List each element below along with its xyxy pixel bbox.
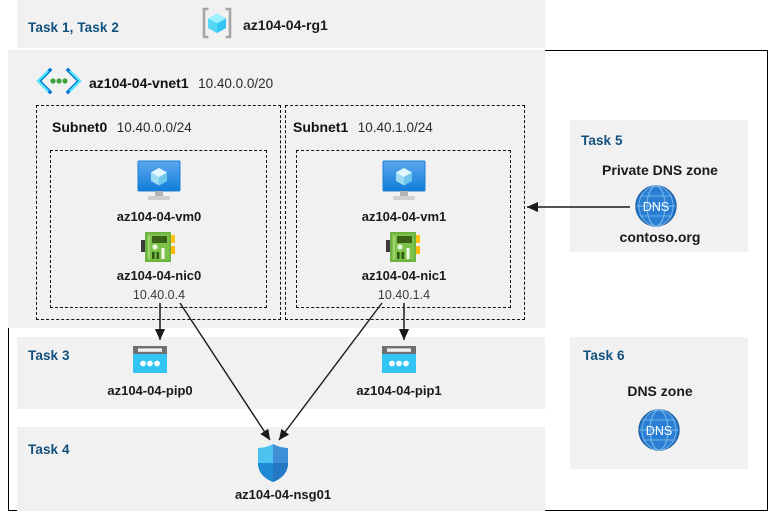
vm-1-name: az104-04-vm1 <box>361 209 447 224</box>
dns-globe-icon: DNS <box>634 184 678 228</box>
pip-0-name: az104-04-pip0 <box>107 383 193 398</box>
resource-group-cube-icon <box>200 6 234 40</box>
network-interface-icon <box>386 231 422 264</box>
task3-panel <box>17 337 545 409</box>
pip-1-name: az104-04-pip1 <box>356 383 442 398</box>
nic-0-name: az104-04-nic0 <box>116 268 202 283</box>
subnet-1-header: Subnet1 10.40.1.0/24 <box>293 119 433 137</box>
nic-1-private-ip: 10.40.1.4 <box>377 288 431 302</box>
dns-globe-icon: DNS <box>637 408 681 452</box>
private-dns-zone-heading: Private DNS zone <box>602 162 718 178</box>
task-4-label: Task 4 <box>28 442 70 457</box>
subnet-0-cidr: 10.40.0.0/24 <box>116 120 192 135</box>
vnet-address-space: 10.40.0.0/20 <box>198 76 274 91</box>
svg-text:DNS: DNS <box>643 200 669 214</box>
subnet-0-name: Subnet0 <box>52 119 108 135</box>
dns-zone-heading: DNS zone <box>627 383 693 399</box>
vm-0-name: az104-04-vm0 <box>116 209 202 224</box>
virtual-network-panel <box>8 50 545 328</box>
private-dns-zone-name: contoso.org <box>619 229 701 245</box>
task1-task2-band <box>17 0 545 48</box>
resource-group-name: az104-04-rg1 <box>243 17 328 33</box>
vnet-name: az104-04-vnet1 <box>89 75 189 91</box>
subnet-0-box <box>36 105 281 320</box>
task-5-label: Task 5 <box>581 133 623 148</box>
network-security-group-shield-icon <box>256 443 290 483</box>
subnet-1-cidr: 10.40.1.0/24 <box>357 120 433 135</box>
subnet-1-name: Subnet1 <box>293 119 349 135</box>
virtual-network-icon <box>36 67 82 95</box>
virtual-machine-icon <box>381 160 427 202</box>
task-1-2-label: Task 1, Task 2 <box>28 20 119 35</box>
virtual-machine-icon <box>136 160 182 202</box>
subnet-0-header: Subnet0 10.40.0.0/24 <box>52 119 192 137</box>
subnet-0-inner-box <box>50 150 267 308</box>
nic-1-name: az104-04-nic1 <box>361 268 447 283</box>
nsg-name: az104-04-nsg01 <box>234 487 332 502</box>
public-ip-address-icon <box>132 345 168 375</box>
public-ip-address-icon <box>381 345 417 375</box>
subnet-1-box <box>285 105 525 320</box>
network-interface-icon <box>141 231 177 264</box>
nic-0-private-ip: 10.40.0.4 <box>132 288 186 302</box>
svg-text:DNS: DNS <box>646 424 672 438</box>
vnet-header: az104-04-vnet1 10.40.0.0/20 <box>89 75 273 93</box>
task-3-label: Task 3 <box>28 348 70 363</box>
task-6-label: Task 6 <box>583 348 625 363</box>
